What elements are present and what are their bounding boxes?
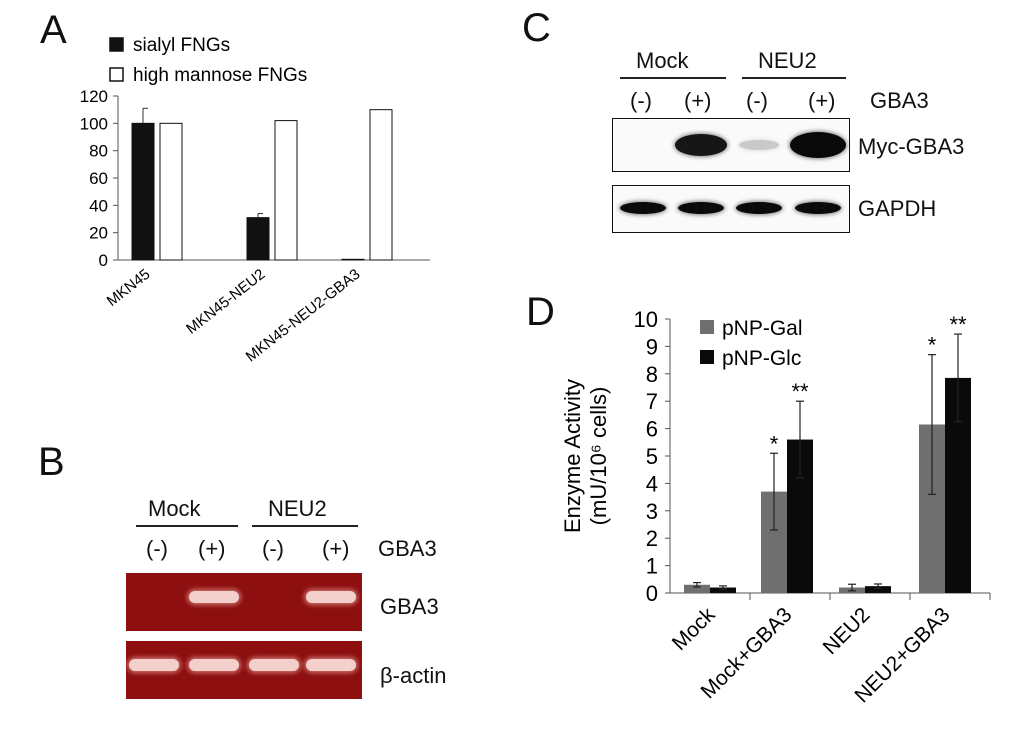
gel-band — [249, 659, 299, 671]
blot-band — [678, 202, 724, 214]
chart-d-ytick-label: 1 — [646, 554, 658, 579]
blot-band — [674, 133, 728, 157]
blot-c-group-mock: Mock — [636, 48, 689, 73]
panel-label-a: A — [40, 8, 67, 52]
chart-d-ytick-label: 7 — [646, 389, 658, 414]
gel-b-lane-3: (-) — [262, 536, 284, 561]
gel-b-group-line-neu2 — [252, 525, 358, 527]
chart-a-category-label: MKN45-NEU2 — [183, 266, 268, 338]
chart-d-significance-mark: ** — [949, 312, 967, 337]
gel-b-group-mock: Mock — [148, 496, 201, 521]
chart-a-category-label: MKN45 — [104, 266, 154, 310]
chart-a-bar-sialyl — [341, 258, 365, 261]
chart-a-legend-label: sialyl FNGs — [133, 35, 230, 56]
chart-a-ytick-label: 80 — [89, 142, 108, 161]
chart-d-ytick-label: 2 — [646, 526, 658, 551]
gel-b-row-gba3 — [126, 573, 362, 631]
gel-b-lane-1: (-) — [146, 536, 168, 561]
chart-a-ytick-label: 120 — [80, 87, 108, 106]
blot-band — [736, 202, 782, 214]
chart-a-bar-sialyl — [246, 217, 270, 261]
blot-c-group-line-mock — [620, 77, 726, 79]
blot-c-condition-label: GBA3 — [870, 88, 929, 113]
blot-band — [620, 202, 666, 214]
gel-b-row-actin — [126, 641, 362, 699]
blot-c-row-gapdh — [612, 185, 850, 233]
chart-d-ylabel: Enzyme Activity — [560, 379, 585, 533]
chart-d-legend-label: pNP-Gal — [722, 317, 803, 340]
chart-a-bar-high-mannose — [159, 122, 183, 261]
chart-d-bar-pnp-glc — [710, 587, 736, 593]
gel-b-lane-2: (+) — [198, 536, 226, 561]
chart-a-ytick-label: 60 — [89, 169, 108, 188]
chart-d-ytick-label: 4 — [646, 471, 658, 496]
chart-d-ytick-label: 6 — [646, 417, 658, 442]
blot-c-group-line-neu2 — [742, 77, 846, 79]
panel-label-d: D — [526, 290, 555, 334]
chart-d-significance-mark: * — [770, 431, 779, 456]
chart-d-ytick-label: 8 — [646, 362, 658, 387]
blot-c-lane-1: (-) — [630, 88, 652, 113]
blot-band — [790, 132, 846, 158]
chart-a-legend-swatch — [109, 67, 124, 82]
chart-a-ytick-label: 0 — [99, 251, 108, 270]
panel-label-c: C — [522, 6, 551, 50]
blot-c-lane-2: (+) — [684, 88, 712, 113]
chart-d-legend-label: pNP-Glc — [722, 347, 801, 370]
blot-c-lane-3: (-) — [746, 88, 768, 113]
gel-band — [189, 659, 239, 671]
chart-d-legend-swatch — [700, 320, 714, 334]
chart-d-bar-pnp-gal — [684, 584, 710, 593]
chart-a-ytick-label: 100 — [80, 114, 108, 133]
gel-band — [306, 591, 356, 603]
gel-b-row-label-gba3: GBA3 — [380, 594, 439, 619]
blot-c-row-myc — [612, 118, 850, 172]
chart-d-category-label: NEU2 — [819, 603, 875, 659]
chart-d-ytick-label: 0 — [646, 581, 658, 606]
chart-a-legend-label: high mannose FNGs — [133, 65, 307, 86]
gel-b-condition-label: GBA3 — [378, 536, 437, 561]
panel-label-b: B — [38, 440, 65, 484]
chart-d-significance-mark: ** — [791, 379, 809, 404]
chart-d-significance-mark: * — [928, 333, 937, 358]
gel-b-lane-4: (+) — [322, 536, 350, 561]
chart-d-ylabel-units: (mU/10⁶ cells) — [586, 387, 611, 526]
blot-c-row-label-gapdh: GAPDH — [858, 196, 937, 221]
chart-d-category-label: Mock — [668, 603, 720, 655]
chart-a-ytick-label: 40 — [89, 196, 108, 215]
gel-band — [189, 591, 239, 603]
blot-band — [738, 139, 780, 151]
chart-a-bar-high-mannose — [369, 109, 393, 261]
gel-b-row-label-actin: β-actin — [380, 663, 447, 688]
gel-b-group-neu2: NEU2 — [268, 496, 327, 521]
chart-d-bar-pnp-glc — [865, 586, 891, 593]
blot-band — [795, 202, 841, 214]
gel-band — [306, 659, 356, 671]
gel-band — [129, 659, 179, 671]
blot-c-group-neu2: NEU2 — [758, 48, 817, 73]
chart-d-ytick-label: 10 — [634, 307, 658, 332]
chart-d-ytick-label: 3 — [646, 499, 658, 524]
gel-b-group-line-mock — [136, 525, 238, 527]
chart-a-ytick-label: 20 — [89, 224, 108, 243]
chart-a-bar-high-mannose — [274, 120, 298, 261]
chart-a-legend-swatch — [109, 37, 124, 52]
blot-c-lane-4: (+) — [808, 88, 836, 113]
chart-a-bar-sialyl — [131, 122, 155, 261]
blot-c-row-label-myc: Myc-GBA3 — [858, 134, 965, 159]
chart-d-ytick-label: 9 — [646, 334, 658, 359]
chart-d-legend-swatch — [700, 350, 714, 364]
chart-d-ytick-label: 5 — [646, 444, 658, 469]
